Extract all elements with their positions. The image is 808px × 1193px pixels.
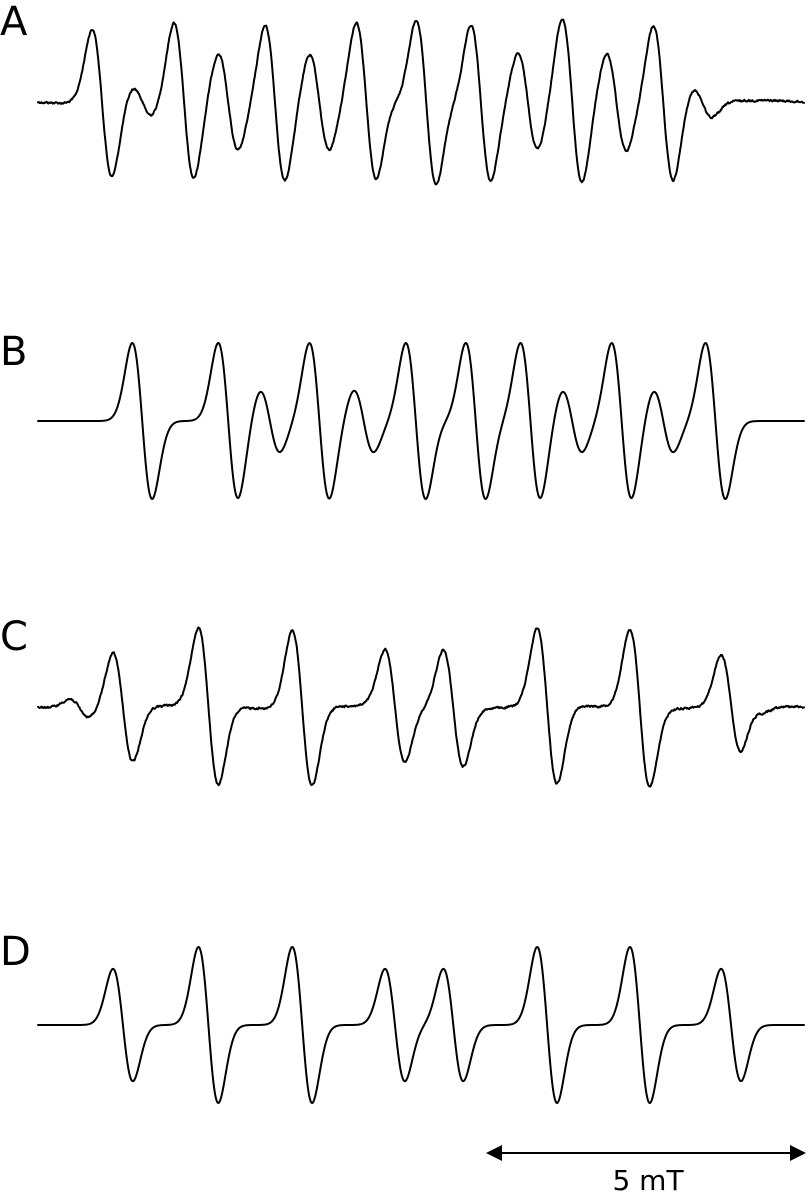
- scale-bar-left-arrow-icon: [486, 1145, 502, 1161]
- panel-c: C: [0, 614, 805, 788]
- panel-label: B: [0, 329, 27, 375]
- panel-d: D: [0, 929, 805, 1104]
- spectrum-trace: [37, 946, 805, 1104]
- spectrum-trace: [37, 342, 805, 500]
- scale-bar-label: 5 mT: [612, 1164, 684, 1193]
- scale-bar: 5 mT: [486, 1145, 806, 1193]
- panel-label: A: [0, 0, 28, 45]
- panel-label: C: [0, 614, 28, 660]
- scale-bar-right-arrow-icon: [790, 1145, 806, 1161]
- panel-label: D: [0, 929, 31, 975]
- spectrum-trace: [37, 18, 805, 186]
- panel-a: A: [0, 0, 805, 186]
- spectra-panels: A B C D: [0, 0, 805, 1104]
- spectrum-trace: [37, 626, 805, 788]
- panel-b: B: [0, 329, 805, 500]
